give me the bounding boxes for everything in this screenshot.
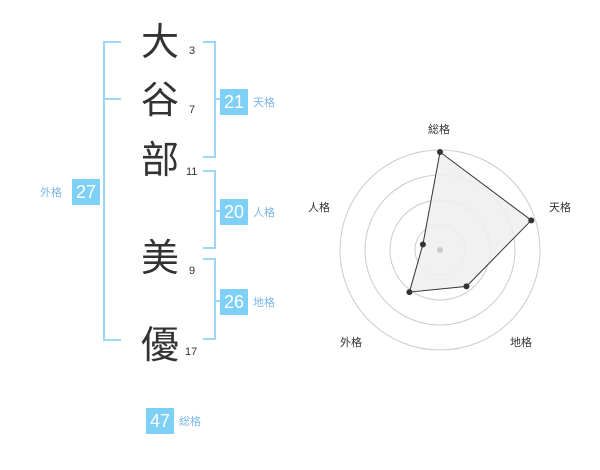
radar-center-point [437,247,443,253]
jinkaku-label: 人格 [253,206,275,219]
gaikaku-label: 外格 [40,186,62,199]
radar-axis-label-jinkaku: 人格 [308,201,330,214]
stroke-count-4: 9 [189,265,196,277]
name-char-1: 大 [140,20,179,64]
stroke-count-3: 11 [186,166,198,178]
radar-series-polygon [408,151,533,293]
jinkaku-value-badge: 20 [220,199,248,225]
name-char-2: 谷 [140,78,179,122]
radar-point-3 [463,283,470,290]
radar-point-4 [406,289,413,296]
radar-axis-label-chikaku: 地格 [510,336,532,349]
gaikaku-bracket [103,41,121,341]
gaikaku-bracket-tick [103,98,121,100]
tenkaku-bracket [203,41,216,158]
soukaku-value-badge: 47 [146,408,174,434]
tenkaku-bracket-stem [216,98,222,100]
radar-axis-label-soukaku: 総格 [428,123,450,136]
jinkaku-bracket [203,170,216,249]
stroke-count-1: 3 [189,45,196,57]
name-char-5: 優 [140,323,179,367]
radar-axis-label-gaikaku: 外格 [340,336,362,349]
stroke-count-5: 17 [185,346,198,358]
chikaku-label: 地格 [253,296,275,309]
radar-point-1 [437,149,443,155]
tenkaku-label: 天格 [253,96,275,109]
radar-axis-label-tenkaku: 天格 [549,201,571,214]
jinkaku-bracket-stem [216,210,222,212]
name-char-4: 美 [140,236,179,280]
chikaku-bracket-stem [216,300,222,302]
tenkaku-value-badge: 21 [220,89,248,115]
radar-point-5 [419,241,426,248]
soukaku-label: 総格 [179,415,201,428]
gaikaku-value-badge: 27 [72,179,100,205]
radar-point-2 [528,217,535,224]
chikaku-bracket [203,258,216,340]
name-char-3: 部 [140,138,179,182]
chikaku-value-badge: 26 [220,289,248,315]
stroke-count-2: 7 [189,104,196,116]
